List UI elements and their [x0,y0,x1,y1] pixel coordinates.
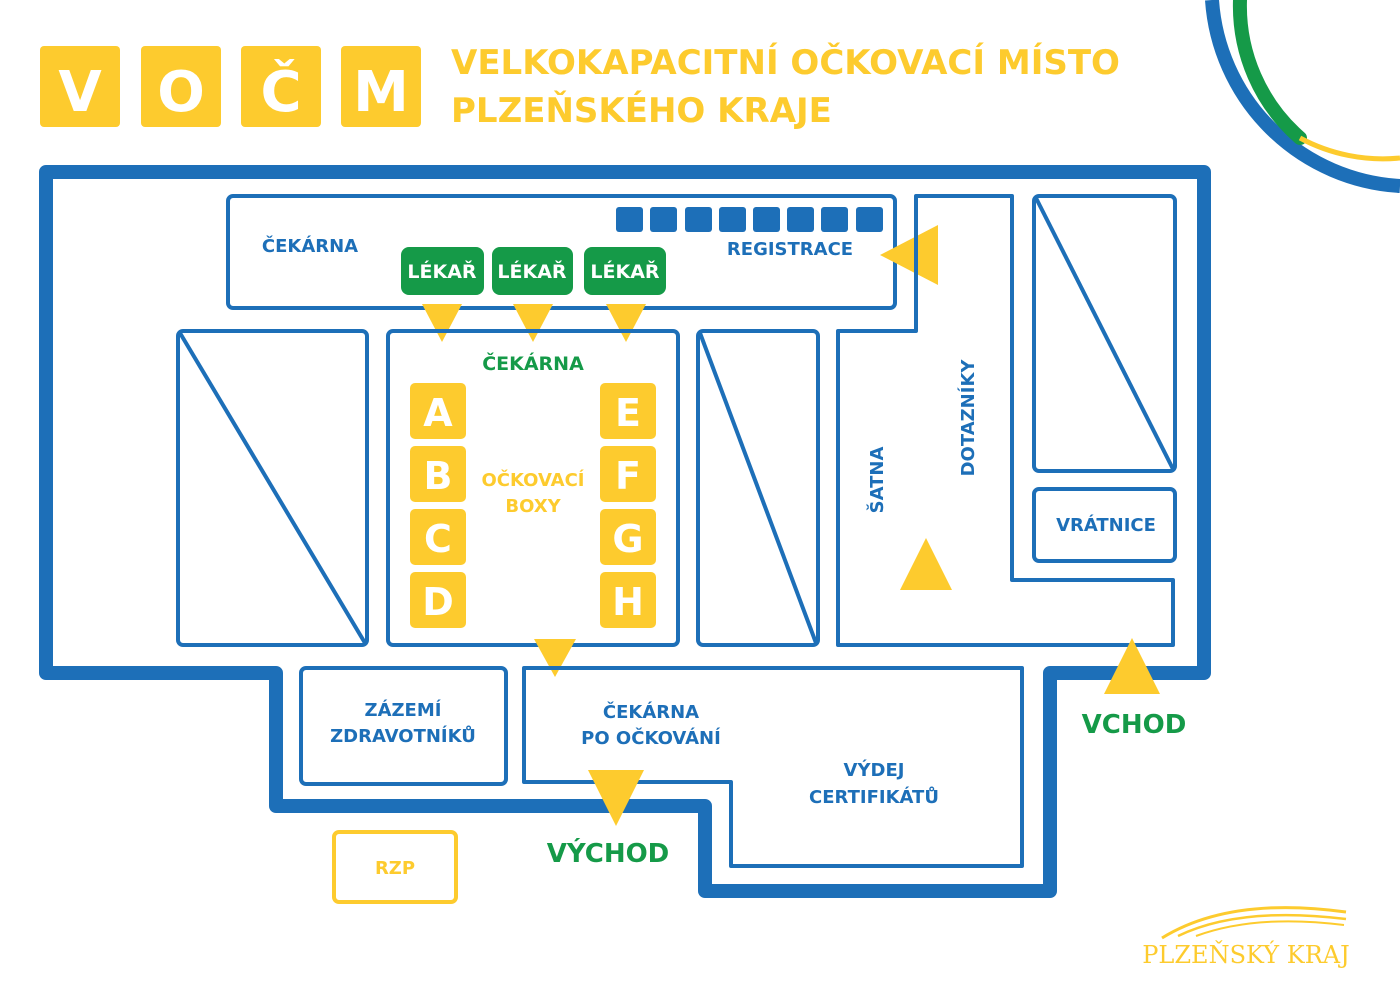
vocm-logo: V O Č M [40,46,421,127]
room-ockovaci-boxy [386,329,680,647]
logo-letter-o: O [157,60,205,125]
svg-text:H: H [612,580,644,624]
arrow-up-icon [900,538,952,590]
label-vratnice: VRÁTNICE [1056,514,1156,536]
corridor-satna-dotazniky [836,194,1175,647]
label-cekarna-po-1: ČEKÁRNA [603,701,699,723]
vaccination-box-d: D [410,572,466,628]
registration-desks [616,207,883,232]
label-ockovaci-boxy-2: BOXY [505,496,561,517]
svg-text:E: E [615,391,641,435]
room-zazemi-zdravotniku [299,666,508,786]
vaccination-box-f: F [600,446,656,502]
arrow-left-icon [880,225,938,285]
label-cekarna-registrace: ČEKÁRNA [262,235,358,257]
room-cekarna-po-ockovani [522,666,1024,868]
label-rzp: RZP [375,858,415,879]
label-ockovaci-boxy-1: OČKOVACÍ [481,469,584,491]
area-rzp [332,830,458,904]
label-cekarna-boxy: ČEKÁRNA [482,351,584,375]
arrow-up-icon [1104,638,1160,694]
blocked-area-left [176,329,369,647]
vaccination-box-a: A [410,383,466,439]
svg-text:C: C [424,517,452,561]
svg-text:G: G [612,517,643,561]
logo-letter-v: V [58,60,102,125]
doctor-box-3: LÉKAŘ [584,247,666,295]
label-cekarna-po-2: PO OČKOVÁNÍ [581,727,721,749]
vaccination-box-h: H [600,572,656,628]
room-vratnice [1032,487,1177,563]
label-satna: ŠATNA [866,447,888,514]
page-title-line1: VELKOKAPACITNÍ OČKOVACÍ MÍSTO [451,42,1120,83]
label-vydej-1: VÝDEJ [844,759,905,781]
label-vydej-2: CERTIFIKÁTŮ [809,785,939,808]
arrow-down-icon [422,304,462,342]
arrow-down-icon [513,304,553,342]
building-outer-wall [39,165,1211,898]
label-zazemi-1: ZÁZEMÍ [365,699,442,721]
label-lekar-3: LÉKAŘ [590,260,660,283]
arrow-down-icon [534,639,576,677]
arrow-down-icon [606,304,646,342]
svg-text:B: B [424,454,453,498]
vaccination-box-e: E [600,383,656,439]
label-vchod: VCHOD [1082,710,1187,740]
arrow-down-icon [588,770,644,826]
vaccination-box-b: B [410,446,466,502]
label-zazemi-2: ZDRAVOTNÍKŮ [330,724,476,747]
doctor-box-2: LÉKAŘ [492,247,573,295]
label-vychod: VÝCHOD [547,837,670,869]
corner-arc-decoration [1205,0,1400,193]
label-lekar-1: LÉKAŘ [407,260,477,283]
vaccination-box-c: C [410,509,466,565]
label-registrace: REGISTRACE [727,239,853,260]
page-title-line2: PLZEŇSKÉHO KRAJE [451,90,832,131]
vaccination-box-g: G [600,509,656,565]
svg-text:F: F [615,454,641,498]
region-logo-text: PLZEŇSKÝ KRAJ [1142,940,1349,969]
svg-text:D: D [422,580,454,624]
label-dotazniky: DOTAZNÍKY [957,359,979,477]
logo-letter-c: Č [260,60,301,125]
blocked-area-middle [696,329,820,647]
plzensky-kraj-logo: PLZEŇSKÝ KRAJ [1142,906,1350,969]
doctor-box-1: LÉKAŘ [401,247,484,295]
blocked-area-right [1032,194,1177,473]
label-lekar-2: LÉKAŘ [497,260,567,283]
svg-text:A: A [423,391,453,435]
logo-letter-m: M [353,60,409,125]
